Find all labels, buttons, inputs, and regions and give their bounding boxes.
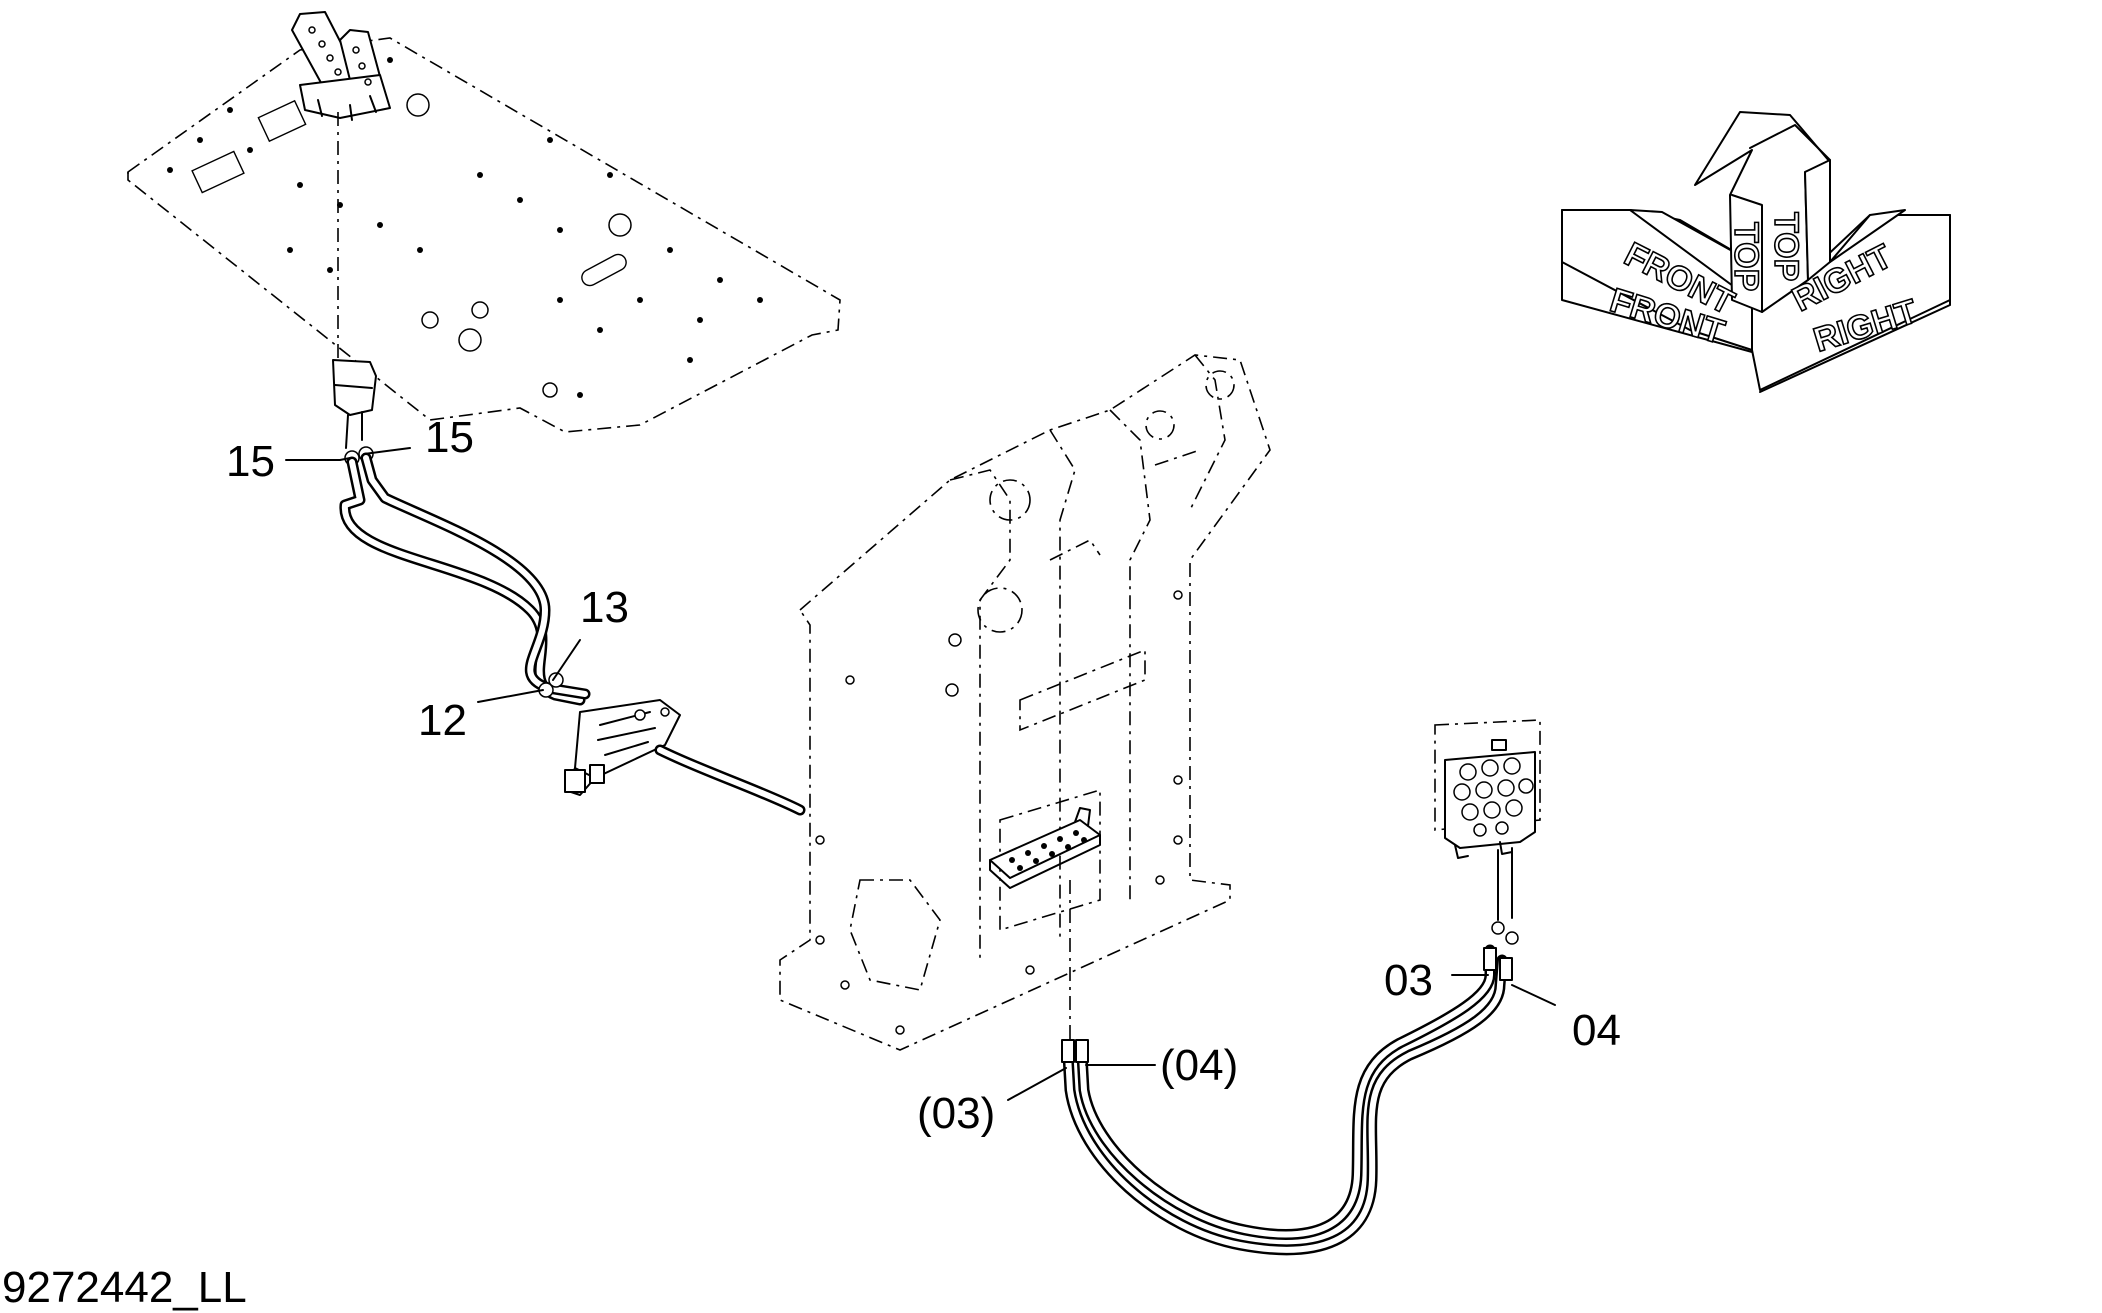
callout-12: 12 (418, 696, 467, 745)
upper-hoses (339, 452, 591, 706)
callout-04-ref: (04) (1160, 1041, 1238, 1090)
cab-floor-plate (127, 37, 841, 433)
control-valve-block (1434, 719, 1541, 981)
orientation-top-right: TOP (1767, 212, 1805, 281)
callout-03: 03 (1384, 956, 1433, 1005)
pilot-valve-upper (332, 359, 377, 466)
orientation-indicator: FRONT FRONT TOP TOP RIGHT RIGHT (1561, 111, 1951, 393)
manifold-to-frame-hose (654, 744, 806, 816)
leader-lines (285, 447, 1556, 1101)
frame-mounting-plate (989, 807, 1101, 889)
callout-15-right: 15 (425, 413, 474, 462)
main-frame-bracket (779, 354, 1271, 1051)
lower-hoses (1061, 944, 1508, 1256)
hose-manifold (564, 699, 681, 796)
callout-03-ref: (03) (917, 1089, 995, 1138)
callout-13: 13 (580, 583, 629, 632)
floor-pedal-valve (291, 11, 391, 121)
drawing-number: 9272442_LL (2, 1263, 247, 1312)
callout-04: 04 (1572, 1006, 1621, 1055)
orientation-top-left: TOP (1727, 222, 1765, 291)
callout-15-left: 15 (226, 437, 275, 486)
